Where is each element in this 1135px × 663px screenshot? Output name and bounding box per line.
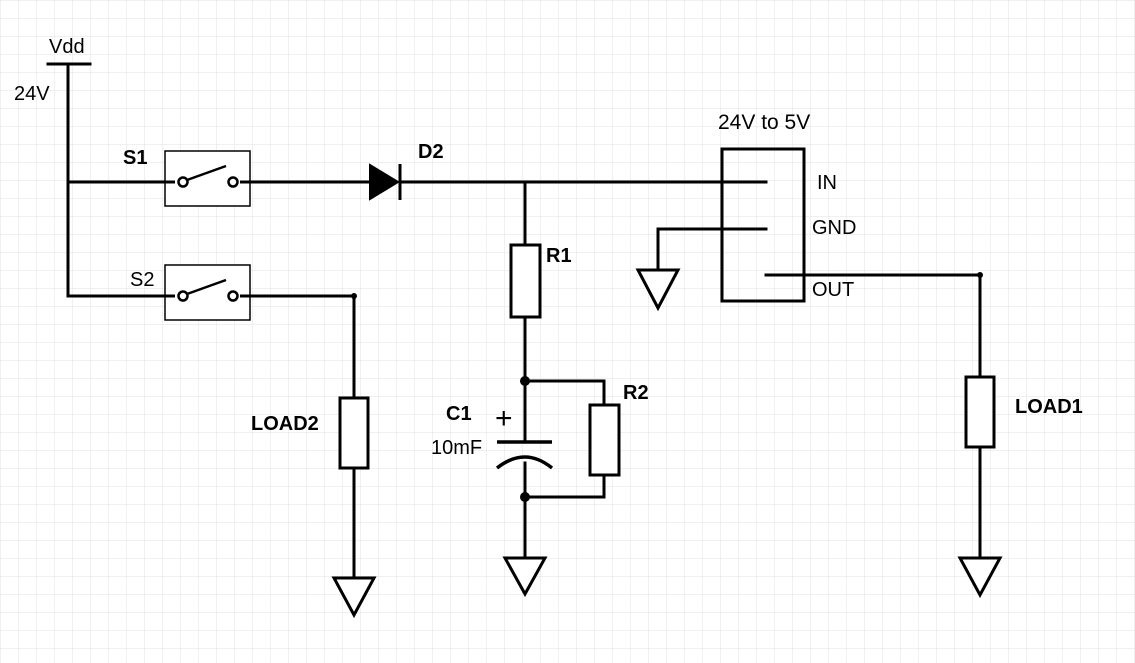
ground-symbol-load1 [957, 556, 1003, 599]
load2-label: LOAD2 [251, 413, 319, 435]
ground-symbol-c1 [502, 556, 548, 598]
switch-s1-label: S1 [123, 147, 148, 169]
diode-d2-label: D2 [418, 141, 444, 163]
junction-dot-load2 [351, 293, 357, 299]
load1-label: LOAD1 [1015, 396, 1083, 418]
load1-resistor [964, 375, 996, 449]
resistor-r1-label: R1 [546, 245, 572, 267]
junction-dot-r2-top [520, 376, 530, 386]
resistor-r2-label: R2 [623, 382, 649, 404]
ground-symbol-load2 [331, 576, 377, 619]
resistor-r2 [588, 403, 621, 477]
diode-d2 [369, 163, 402, 201]
switch-s2-label: S2 [130, 269, 155, 291]
junction-dot-r2-bottom [520, 492, 530, 502]
regulator-body [720, 147, 806, 303]
capacitor-value-label: 10mF [431, 437, 483, 459]
pin-gnd-label: GND [812, 217, 857, 239]
load2-resistor [338, 396, 370, 470]
capacitor-plus-sign: + [495, 402, 513, 435]
resistor-r1 [509, 243, 542, 319]
pin-in-label: IN [817, 172, 837, 194]
regulator-title-label: 24V to 5V [718, 111, 811, 134]
supply-voltage-label: 24V [14, 83, 50, 105]
switch-s2 [140, 264, 265, 321]
supply-name-label: Vdd [49, 36, 85, 58]
junction-dot-load1 [977, 272, 983, 278]
capacitor-c1-label: C1 [446, 403, 472, 425]
switch-s1 [140, 150, 265, 207]
pin-out-label: OUT [812, 279, 855, 301]
capacitor-c1 [495, 440, 554, 470]
ground-symbol-regulator [635, 268, 681, 312]
